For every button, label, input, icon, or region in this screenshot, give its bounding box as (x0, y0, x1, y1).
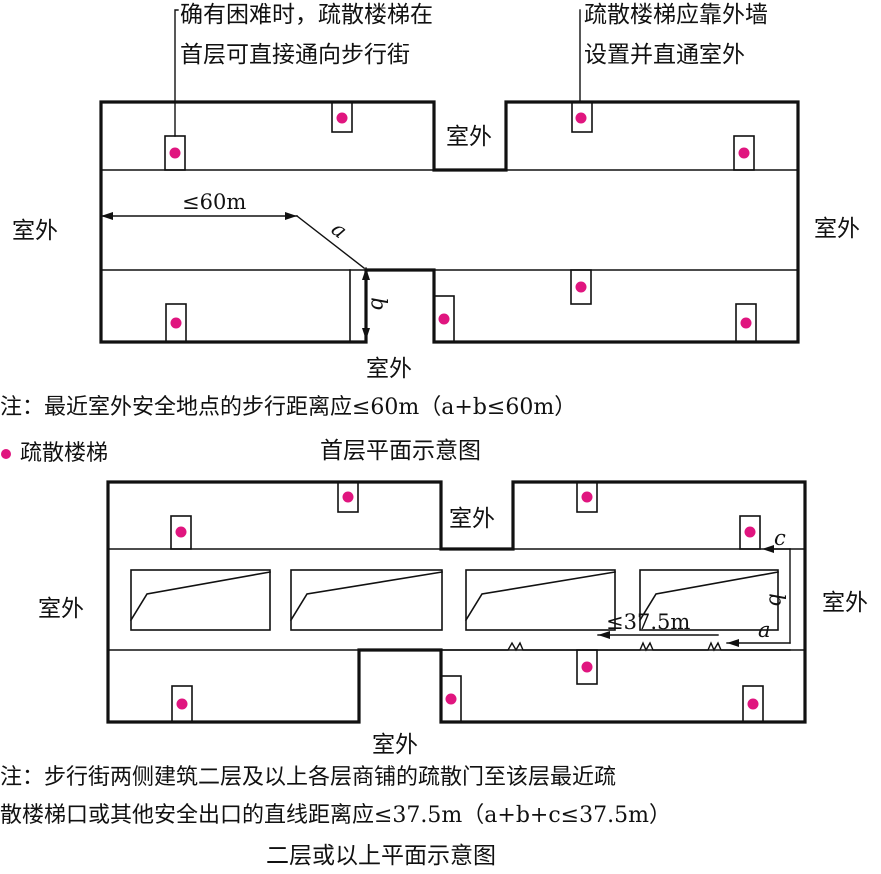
arrowhead (362, 328, 370, 340)
stair-box (733, 135, 755, 171)
arrowhead (101, 212, 113, 220)
floor1-title: 首层平面示意图 (320, 438, 481, 464)
floor2-note-line2: 散楼梯口或其他安全出口的直线距离应≤37.5m（a+b+c≤37.5m） (0, 803, 671, 828)
magenta-dot-icon (575, 281, 587, 293)
magenta-dot-icon (581, 491, 593, 503)
path-segment-a (296, 215, 365, 269)
distance-label-37-5m: ≤37.5m (606, 610, 691, 634)
segment-label-b: b (366, 297, 391, 311)
magenta-dot-icon (176, 698, 188, 710)
stair-box (742, 685, 764, 723)
escalator-ramp (638, 571, 779, 622)
floor1-note: 注：最近室外安全地点的步行距离应≤60m（a+b≤60m） (0, 395, 577, 420)
escalator-ramp (289, 571, 443, 622)
escalator-ramp (129, 571, 271, 622)
floor2-shop-front-line (440, 641, 791, 652)
floor1-walls (99, 100, 800, 344)
escalator-void (130, 569, 271, 631)
escalator-void (465, 569, 616, 631)
callout-right-line1: 疏散楼梯应靠外墙 (584, 2, 768, 28)
outdoor-label-courtyard: 室外 (446, 124, 492, 150)
escalator-void (290, 569, 443, 631)
segment-label-b: b (764, 593, 789, 607)
stair-box (571, 101, 593, 133)
outdoor-label-left: 室外 (12, 218, 58, 244)
stair-box (440, 675, 462, 723)
distance-label-60m: ≤60m (182, 190, 247, 214)
magenta-dot-icon (445, 693, 457, 705)
callout-left-line1: 确有困难时，疏散楼梯在 (180, 2, 433, 28)
stair-box (433, 295, 455, 343)
legend-marker (1, 449, 11, 459)
callout-left-line2: 首层可直接通向步行街 (180, 42, 410, 68)
magenta-dot-icon (738, 147, 750, 159)
floor1-stair-boxes (164, 101, 757, 343)
escalator-ramp (464, 571, 616, 622)
outdoor-label-right: 室外 (822, 590, 868, 616)
stair-box (576, 481, 598, 513)
magenta-dot-icon (169, 147, 181, 159)
magenta-dot-icon (740, 317, 752, 329)
outdoor-label-bottom: 室外 (372, 732, 418, 758)
callout-leader-left (174, 9, 179, 137)
magenta-dot-icon (342, 491, 354, 503)
callout-right-line2: 设置并直通室外 (584, 42, 745, 68)
floor2-arrowheads (598, 545, 774, 647)
stair-box (739, 515, 761, 550)
stair-markers (169, 112, 759, 710)
floor2-title: 二层或以上平面示意图 (266, 843, 496, 869)
stair-box (171, 685, 193, 723)
magenta-dot-icon (1, 449, 11, 459)
magenta-dot-icon (575, 112, 587, 124)
stair-box (170, 515, 192, 550)
floor1-callout-leaders (174, 9, 581, 137)
magenta-dot-icon (747, 698, 759, 710)
segment-label-c: c (774, 526, 786, 550)
stair-box (331, 101, 353, 133)
magenta-dot-icon (581, 661, 593, 673)
escalator-void (639, 569, 779, 631)
arrowhead (727, 639, 739, 647)
arrowhead (362, 268, 370, 280)
outdoor-label-bottom: 室外 (366, 356, 412, 382)
magenta-dot-icon (744, 526, 756, 538)
legend-text: 疏散楼梯 (20, 441, 109, 466)
magenta-dot-icon (438, 313, 450, 325)
arrowhead (285, 212, 297, 220)
magenta-dot-icon (170, 317, 182, 329)
floor2-escalators (129, 569, 779, 631)
shop-front-with-doors (440, 641, 791, 652)
arrowhead (762, 545, 774, 553)
outdoor-label-right: 室外 (814, 216, 860, 242)
segment-label-a: a (758, 618, 771, 642)
magenta-dot-icon (175, 526, 187, 538)
arrowhead (598, 631, 610, 639)
floor1-arrowheads (101, 212, 370, 340)
stair-box (570, 269, 592, 305)
floor2-note-line1: 注：步行街两侧建筑二层及以上各层商铺的疏散门至该层最近疏 (0, 765, 617, 790)
magenta-dot-icon (336, 112, 348, 124)
outdoor-label-left: 室外 (38, 596, 84, 622)
stair-box (165, 303, 187, 343)
stair-box (735, 303, 757, 343)
outdoor-label-courtyard: 室外 (449, 506, 495, 532)
stair-box (337, 481, 359, 513)
